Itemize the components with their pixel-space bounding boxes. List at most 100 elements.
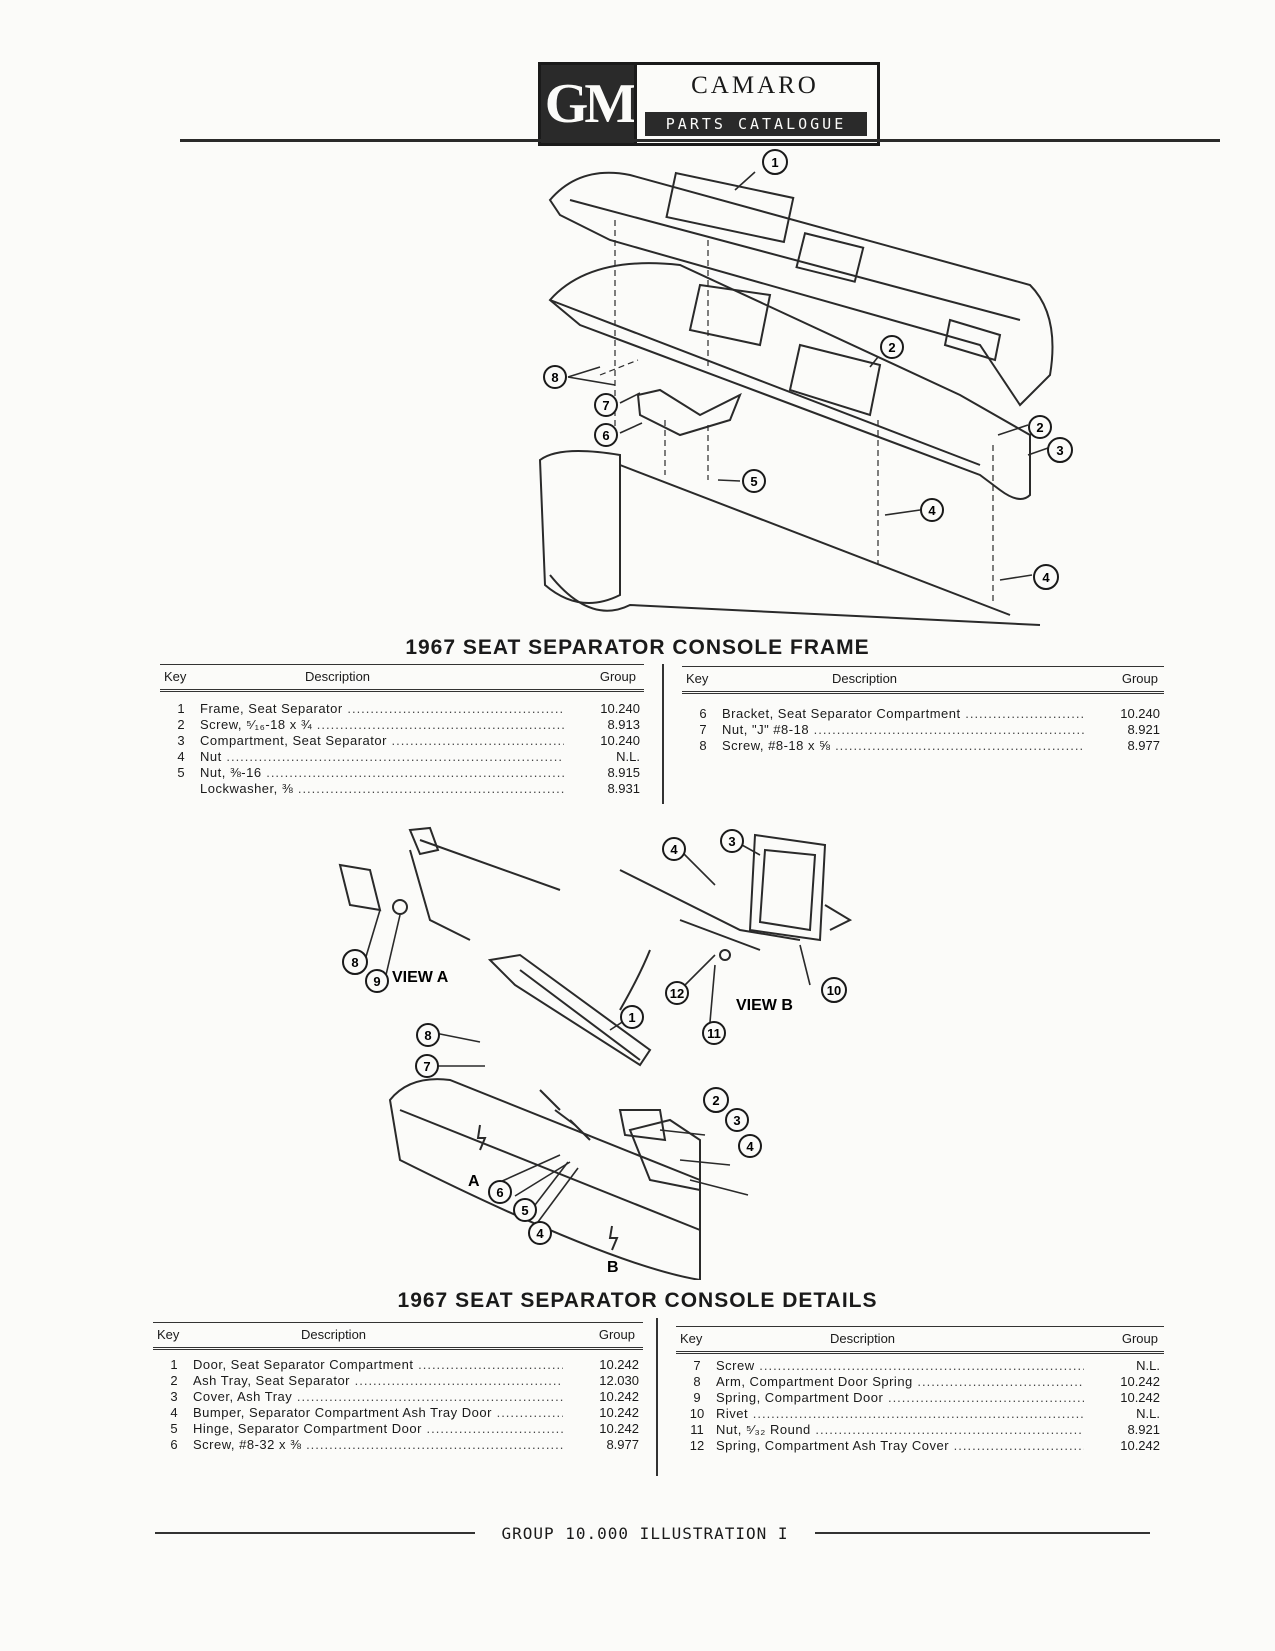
callout-9: 9 (373, 974, 380, 989)
table-row: 5 Nut, ⅜-16 8.915 (160, 765, 644, 782)
part-group: N.L. (616, 749, 640, 764)
table-row: 4 Nut N.L. (160, 749, 644, 766)
part-description: Screw (716, 1358, 1084, 1373)
part-key: 4 (170, 1405, 178, 1420)
footer-rule-right (815, 1532, 1150, 1534)
part-key: 1 (177, 701, 185, 716)
part-description: Screw, #8-32 x ⅜ (193, 1437, 563, 1452)
table-row: 2 Ash Tray, Seat Separator 12.030 (153, 1373, 643, 1390)
part-key: 7 (699, 722, 707, 737)
part-key: 7 (693, 1358, 701, 1373)
part-description: Bracket, Seat Separator Compartment (722, 706, 1084, 721)
details-section-title: 1967 SEAT SEPARATOR CONSOLE DETAILS (397, 1289, 878, 1312)
part-group: 10.240 (600, 701, 640, 716)
table-row: 6 Bracket, Seat Separator Compartment 10.2… (682, 706, 1164, 723)
part-key: 3 (170, 1389, 178, 1404)
part-description: Ash Tray, Seat Separator (193, 1373, 563, 1388)
callout-6: 6 (496, 1185, 503, 1200)
part-description: Spring, Compartment Door (716, 1390, 1084, 1405)
part-description: Nut, "J" #8-18 (722, 722, 1084, 737)
callout-6: 6 (602, 428, 609, 443)
table-divider (662, 664, 664, 804)
part-group: N.L. (1136, 1406, 1160, 1421)
part-key: 1 (170, 1357, 178, 1372)
table-row: 7ScrewN.L. (676, 1358, 1164, 1375)
part-description: Bumper, Separator Compartment Ash Tray D… (193, 1405, 563, 1420)
callout-4b: 4 (1042, 570, 1050, 585)
part-description: Nut, ⅜-16 (200, 765, 564, 780)
part-key: 6 (170, 1437, 178, 1452)
part-description: Cover, Ash Tray (193, 1389, 563, 1404)
part-key: 2 (177, 717, 185, 732)
callout-7: 7 (602, 398, 609, 413)
part-group: 10.240 (1120, 706, 1160, 721)
part-key: 3 (177, 733, 185, 748)
view-b-label: VIEW B (736, 997, 793, 1014)
part-key: 11 (690, 1422, 704, 1437)
callout-4c: 4 (670, 842, 678, 857)
table-header: Key Description Group (153, 1322, 643, 1350)
part-description: Nut (200, 749, 564, 764)
part-key: 9 (693, 1390, 701, 1405)
table-divider (656, 1318, 658, 1476)
callout-5: 5 (750, 474, 757, 489)
table-header: Key Description Group (160, 664, 644, 692)
part-group: 8.977 (606, 1437, 639, 1452)
table-row: Lockwasher, ⅜8.931 (160, 781, 644, 798)
arrow-a-label: A (468, 1173, 480, 1190)
part-description: Rivet (716, 1406, 1084, 1421)
frame-parts-table-left: Key Description Group 1 Frame, Seat Separ… (160, 664, 644, 804)
table-row: 1 Frame, Seat Separator 10.240 (160, 701, 644, 718)
view-a-label: VIEW A (392, 969, 449, 986)
part-group: 10.242 (1120, 1438, 1160, 1453)
part-group: 10.242 (599, 1421, 639, 1436)
part-key: 5 (170, 1421, 178, 1436)
part-key: 2 (170, 1373, 178, 1388)
part-description: Arm, Compartment Door Spring (716, 1374, 1084, 1389)
callout-11: 11 (707, 1026, 721, 1041)
callout-12: 12 (670, 986, 684, 1001)
table-row: 5 Hinge, Separator Compartment Door 10.242 (153, 1421, 643, 1438)
callout-2: 2 (712, 1093, 719, 1108)
part-description: Screw, ⁵⁄₁₆-18 x ¾ (200, 717, 564, 732)
part-group: 8.977 (1127, 738, 1160, 753)
part-group: 8.913 (607, 717, 640, 732)
callout-2: 2 (888, 340, 895, 355)
part-key: 8 (699, 738, 707, 753)
callout-7: 7 (423, 1059, 430, 1074)
table-header: Key Description Group (676, 1326, 1164, 1354)
part-description: Compartment, Seat Separator (200, 733, 564, 748)
gm-logo: GM (538, 62, 640, 146)
part-description: Frame, Seat Separator (200, 701, 564, 716)
part-key: 5 (177, 765, 185, 780)
callout-3b: 3 (728, 834, 735, 849)
callout-5: 5 (521, 1203, 528, 1218)
part-group: 12.030 (599, 1373, 639, 1388)
console-details-illustration: 8 9 1 8 7 2 3 4 6 5 4 4 3 10 12 11 VIEW … (338, 826, 853, 1280)
table-row: 6 Screw, #8-32 x ⅜ 8.977 (153, 1437, 643, 1454)
callout-4b: 4 (536, 1226, 544, 1241)
part-key: 6 (699, 706, 707, 721)
part-group: 8.931 (607, 781, 640, 796)
part-group: 8.915 (607, 765, 640, 780)
details-callouts: 8 9 1 8 7 2 3 4 6 5 4 4 3 10 12 11 (342, 829, 847, 1245)
part-key: 12 (689, 1438, 705, 1453)
frame-section-title: 1967 SEAT SEPARATOR CONSOLE FRAME (405, 636, 870, 659)
part-group: 10.242 (599, 1405, 639, 1420)
callout-8: 8 (551, 370, 558, 385)
part-group: 10.242 (599, 1357, 639, 1372)
table-row: 7 Nut, "J" #8-18 8.921 (682, 722, 1164, 739)
part-description: Hinge, Separator Compartment Door (193, 1421, 563, 1436)
part-key: 10 (689, 1406, 705, 1421)
part-key: 4 (177, 749, 185, 764)
part-group: 8.921 (1127, 722, 1160, 737)
